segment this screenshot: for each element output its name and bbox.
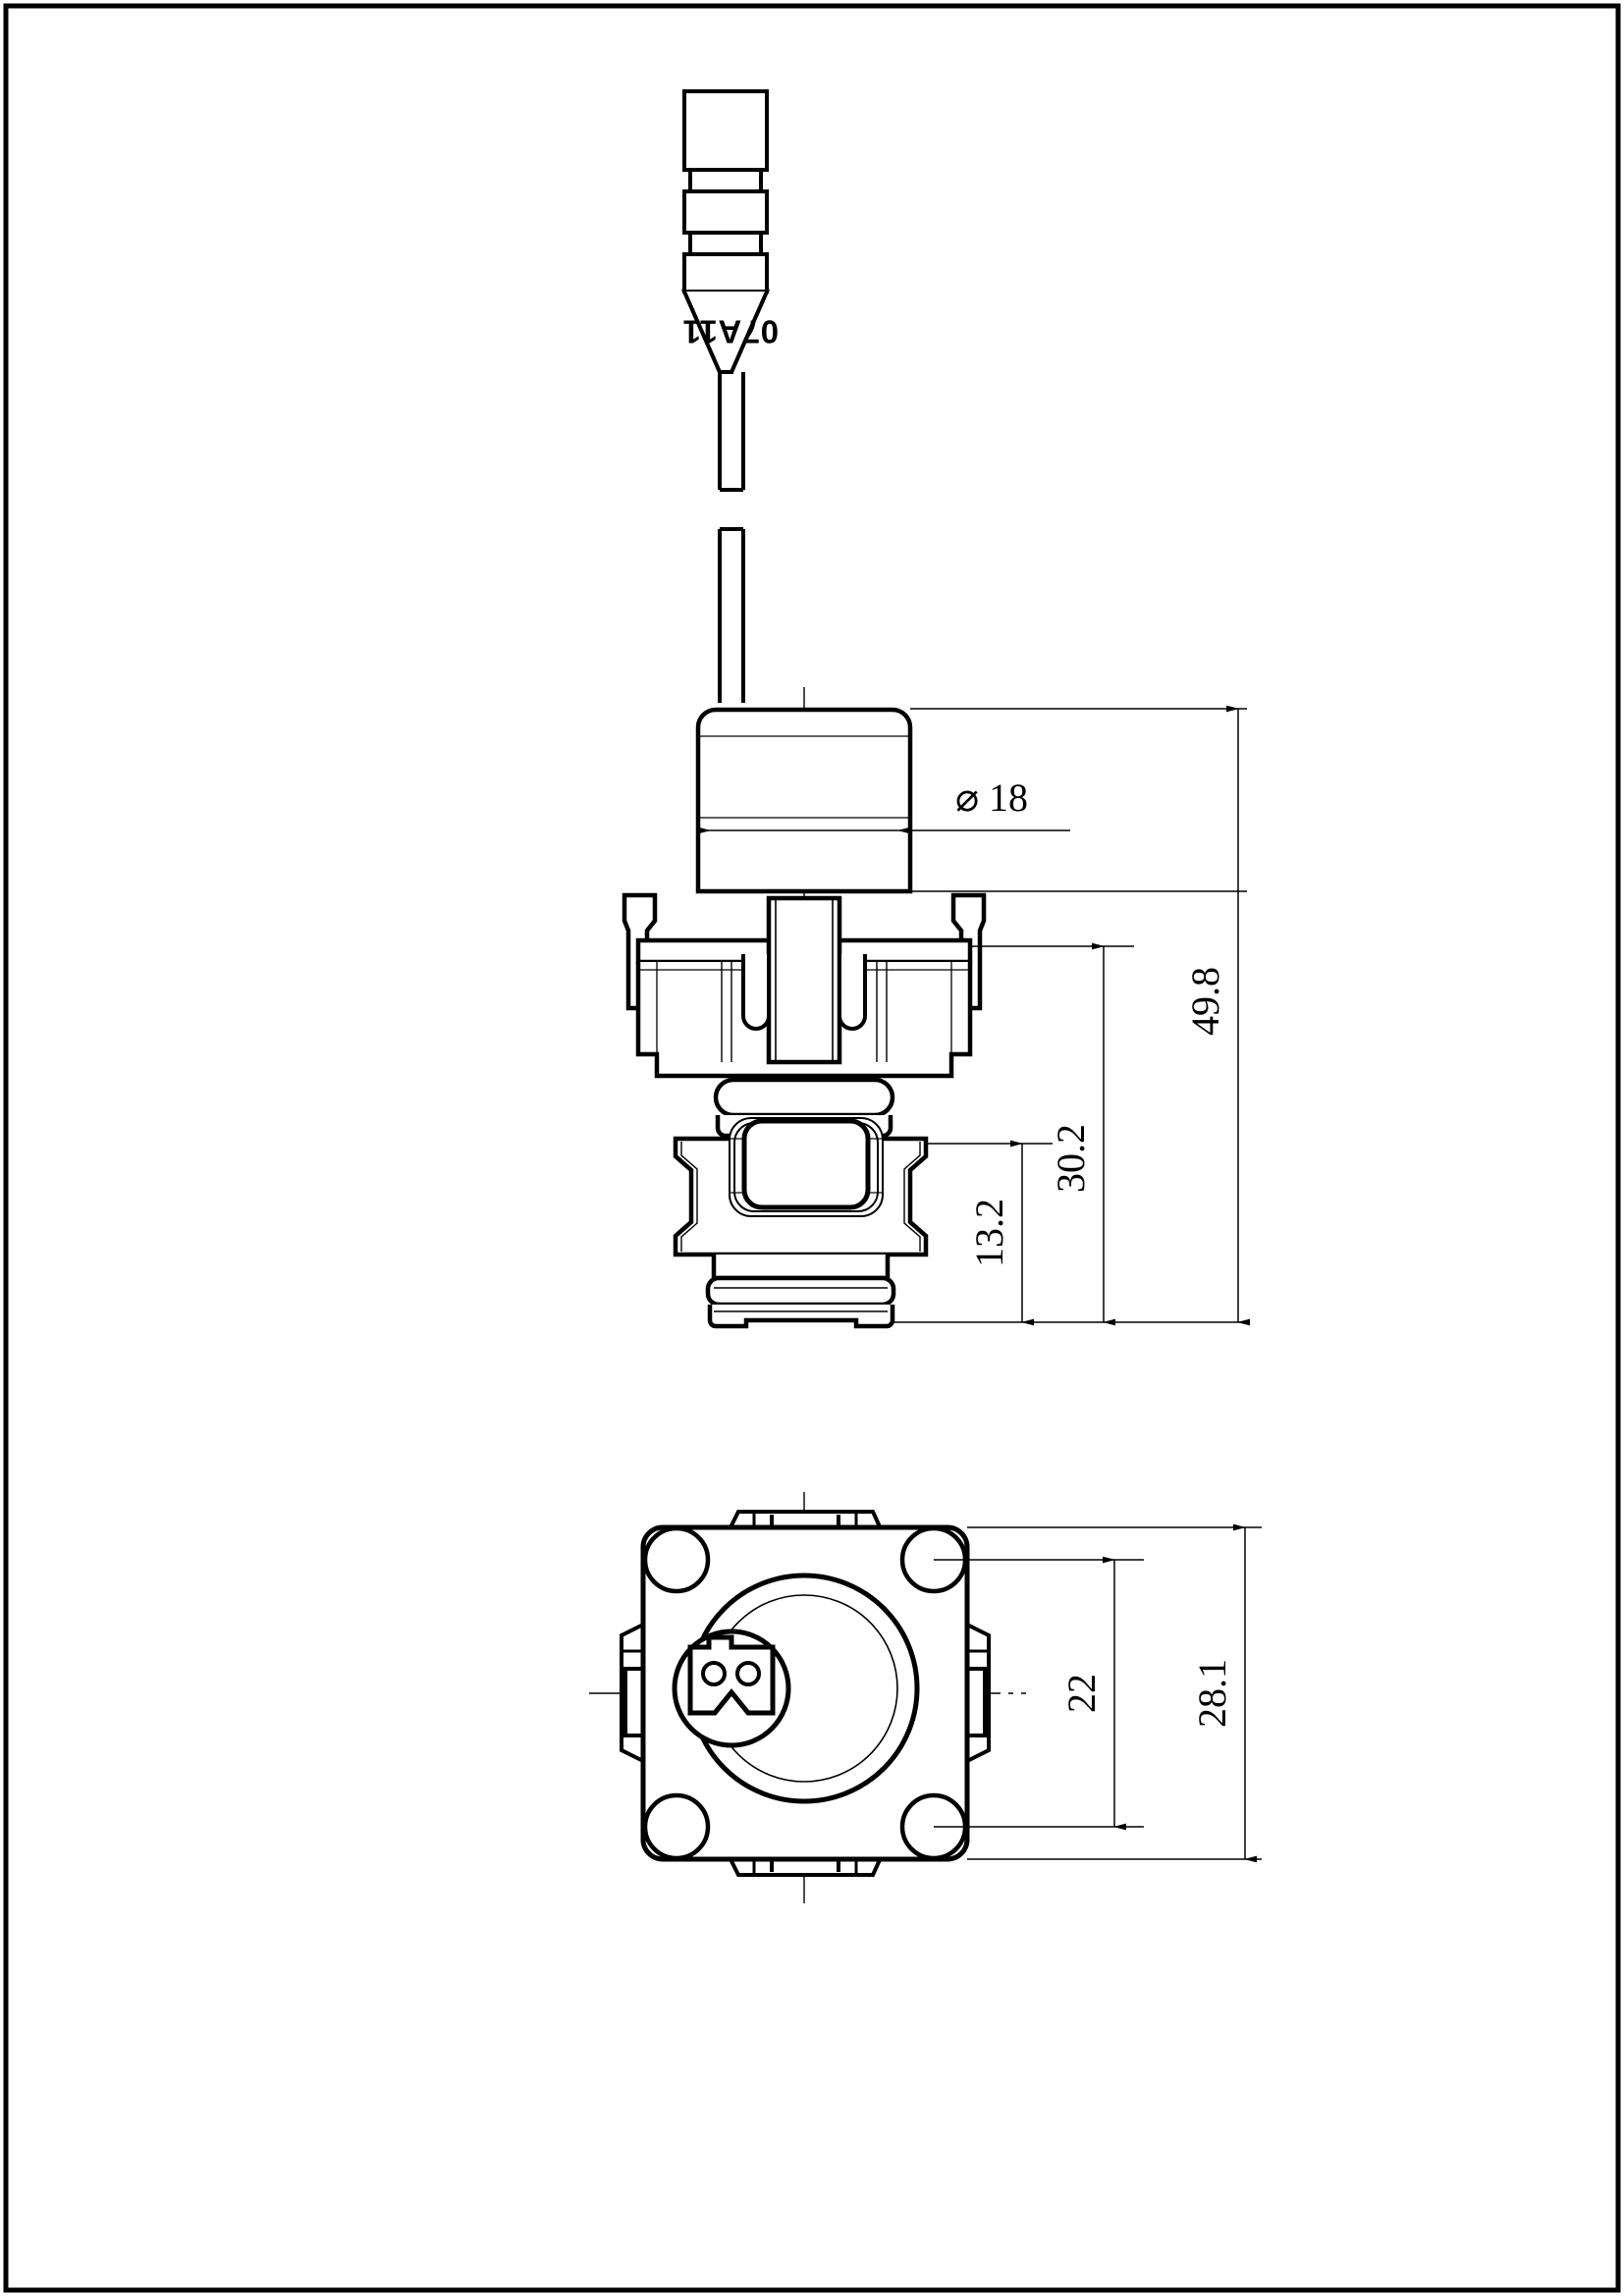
inner-slot-guides [721,960,888,1062]
inner-slot-right [838,954,867,1031]
cable-terminal-tip [682,89,769,294]
dim-dia18-text: ⌀ 18 [955,775,1028,820]
seal-collar [713,1077,895,1118]
inner-slot-left [741,954,771,1031]
seal-ring-stack-inner [714,1287,888,1312]
cable-upper [718,372,745,492]
center-key-post-inner [775,900,834,1062]
contact-keyed-profile [687,1634,776,1716]
dim-22-text: 22 [1059,1674,1104,1713]
mounting-hole-top-left [642,1525,711,1594]
contact-pin-left [701,1661,727,1686]
dim-281-text: 28.1 [1190,1659,1234,1728]
dim-302-text: 30.2 [1049,1124,1093,1193]
side-view: 07A11 [622,89,987,1329]
mounting-hole-bottom-left [642,1792,711,1861]
bottom-view-dimensions: 22 28.1 [934,1523,1262,1863]
bottom-view [589,1492,1026,1904]
dim-132-text: 13.2 [967,1199,1011,1267]
side-view-dimensions: ⌀ 18 13.2 30.2 49.8 [698,705,1250,1326]
contact-pin-right [735,1661,761,1686]
cable-boot [680,290,771,374]
center-key-post [766,895,842,1065]
latch-window-guides [730,1138,883,1194]
part-marking-text: 07A11 [682,314,779,350]
connector-upper-body [695,707,913,894]
dim-498-text: 49.8 [1183,967,1227,1036]
part-marking-label: 07A11 [682,314,779,350]
lower-body-inner-outline [680,1142,921,1252]
cable-lower [718,527,745,703]
connector-upper-body-inner-lines [700,735,908,819]
seal-ring-stack [705,1255,896,1329]
latch-window-inner [741,1118,871,1210]
